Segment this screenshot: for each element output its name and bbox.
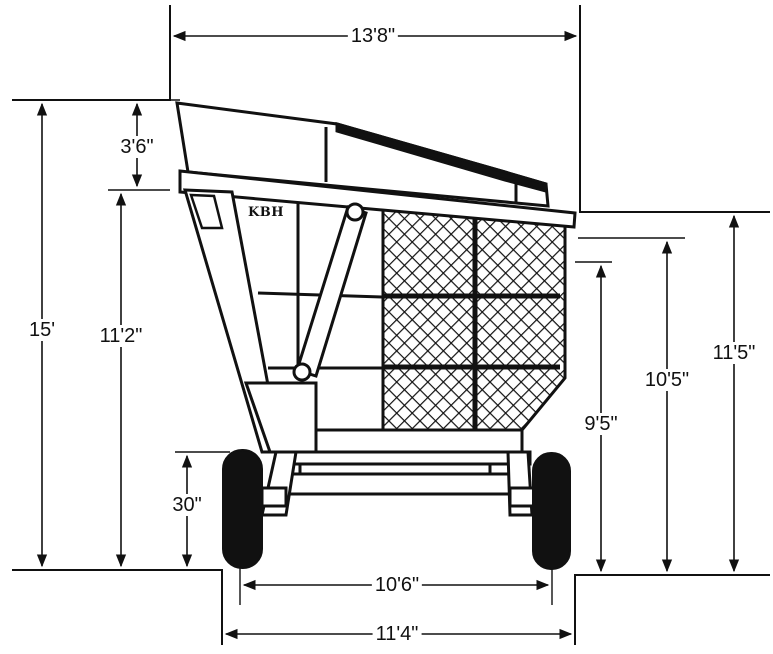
right-top-boundary xyxy=(579,5,770,213)
left-top-boundary xyxy=(12,5,171,101)
dim-overall-height: 15' xyxy=(25,319,59,341)
dim-overall-length: 13'8" xyxy=(347,25,399,47)
brace-pivot-bottom xyxy=(292,362,312,382)
brand-label: KBH xyxy=(248,205,285,220)
top-rail xyxy=(178,169,577,229)
dim-overall-wheel-span: 11'4" xyxy=(372,623,422,645)
brace-pivot-top xyxy=(345,202,365,222)
top-extension xyxy=(175,101,550,208)
cart xyxy=(175,101,577,570)
extension-lines xyxy=(108,99,685,605)
dim-ground-clearance: 30" xyxy=(169,494,205,516)
right-ground-boundary xyxy=(574,574,770,645)
left-ground-boundary xyxy=(12,569,223,645)
wheels xyxy=(222,449,571,570)
hinge-bracket xyxy=(189,193,224,230)
mesh-frame xyxy=(383,210,560,430)
dim-wheelbase: 10'6" xyxy=(371,574,423,596)
dim-unload-height-high: 11'5" xyxy=(709,342,759,364)
dim-unload-height-mid: 10'5" xyxy=(641,369,693,391)
chassis xyxy=(260,450,536,517)
wheel-left xyxy=(222,449,263,569)
wheel-right xyxy=(532,452,571,570)
dim-side-height: 3'6" xyxy=(117,136,157,158)
diagonal-brace xyxy=(295,205,368,378)
dim-frame-height: 11'2" xyxy=(96,325,146,347)
dim-unload-height-low: 9'5" xyxy=(581,413,621,435)
side-frame xyxy=(257,197,385,430)
